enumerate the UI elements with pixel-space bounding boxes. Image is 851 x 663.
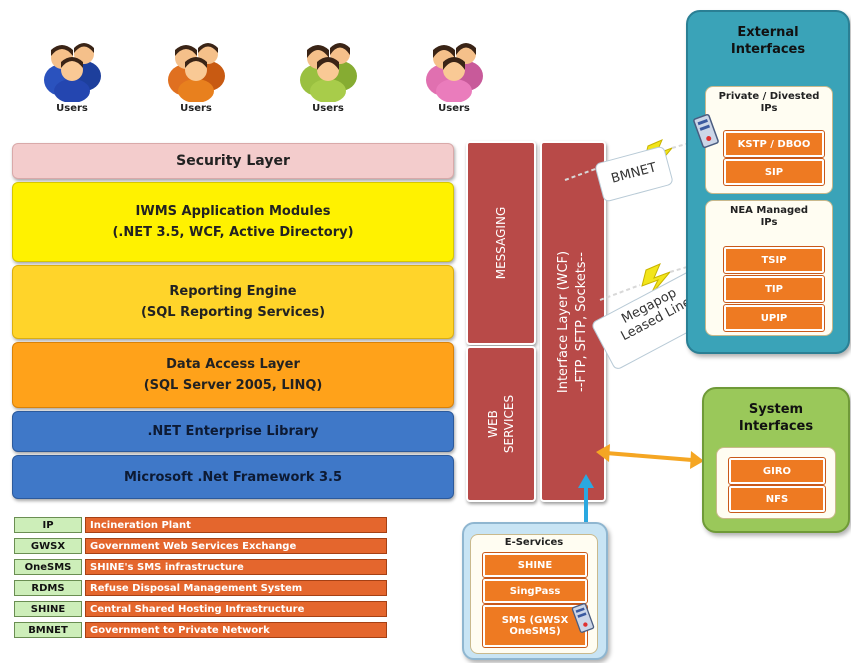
- legend-abbr: OneSMS: [14, 559, 82, 575]
- external-title-line-2: Interfaces: [730, 42, 806, 57]
- external-interfaces-panel: External Interfaces Private / Divested I…: [686, 10, 850, 354]
- legend-abbr: GWSX: [14, 538, 82, 554]
- e-services-title: E-Services: [504, 537, 564, 548]
- reporting-layer-subtitle: (SQL Reporting Services): [140, 305, 326, 320]
- system-title-line-1: System: [748, 402, 804, 417]
- security-layer-label: Security Layer: [176, 152, 290, 169]
- security-layer: Security Layer: [12, 143, 454, 179]
- tip-item: TIP: [723, 275, 825, 303]
- iwms-layer-subtitle: (.NET 3.5, WCF, Active Directory): [112, 225, 354, 240]
- legend-abbr: IP: [14, 517, 82, 533]
- server-icon: [693, 113, 719, 149]
- data-access-layer: Data Access Layer (SQL Server 2005, LINQ…: [12, 342, 454, 408]
- users-icon: [168, 43, 225, 102]
- sms-item: SMS (GWSX OneSMS): [482, 604, 588, 648]
- legend-desc: Incineration Plant: [85, 517, 387, 533]
- giro-item: GIRO: [728, 457, 826, 485]
- nfs-item: NFS: [728, 485, 826, 513]
- user-group-2: Users: [156, 36, 236, 114]
- external-interfaces-title: External Interfaces: [688, 24, 848, 58]
- legend-desc: Government to Private Network: [85, 622, 387, 638]
- net-framework-layer: Microsoft .Net Framework 3.5: [12, 455, 454, 499]
- server-icon: [571, 603, 595, 633]
- users-label-2: Users: [180, 103, 212, 114]
- data-access-layer-title: Data Access Layer: [166, 357, 300, 372]
- enterprise-library-layer: .NET Enterprise Library: [12, 411, 454, 452]
- web-services-bar: WEB SERVICES: [466, 346, 536, 502]
- user-group-3: Users: [288, 36, 368, 114]
- system-interfaces-arrow: [596, 444, 704, 469]
- tsip-item: TSIP: [723, 246, 825, 274]
- legend-desc: SHINE's SMS infrastructure: [85, 559, 387, 575]
- user-group-4: Users: [414, 36, 494, 114]
- legend-desc: Refuse Disposal Management System: [85, 580, 387, 596]
- users-label-3: Users: [312, 103, 344, 114]
- enterprise-library-label: .NET Enterprise Library: [147, 424, 319, 439]
- users-label-1: Users: [56, 103, 88, 114]
- user-group-1: Users: [32, 36, 112, 114]
- private-ips-panel: Private / Divested IPs KSTP / DBOO SIP: [693, 86, 833, 194]
- iwms-layer-title: IWMS Application Modules: [135, 204, 331, 219]
- legend-abbr: RDMS: [14, 580, 82, 596]
- private-title-line-1: Private / Divested: [718, 91, 820, 102]
- kstp-dboo-item: KSTP / DBOO: [723, 130, 825, 158]
- nea-title-line-1: NEA Managed: [729, 205, 809, 216]
- e-services-inner: E-Services SHINE SingPass SMS (GWSX OneS…: [470, 534, 598, 654]
- sms-line-2: OneSMS): [509, 626, 561, 637]
- nea-title-line-2: IPs: [760, 217, 778, 228]
- system-interfaces-panel: System Interfaces GIRO NFS: [702, 387, 850, 533]
- external-title-line-1: External: [737, 25, 799, 40]
- legend-abbr: SHINE: [14, 601, 82, 617]
- shine-item: SHINE: [482, 552, 588, 578]
- nea-ips-title: NEA Managed IPs: [706, 205, 832, 229]
- legend-desc: Government Web Services Exchange: [85, 538, 387, 554]
- nea-ips-panel: NEA Managed IPs TSIP TIP UPIP: [705, 200, 833, 336]
- iwms-modules-layer: IWMS Application Modules (.NET 3.5, WCF,…: [12, 182, 454, 262]
- singpass-item: SingPass: [482, 578, 588, 604]
- net-framework-label: Microsoft .Net Framework 3.5: [123, 469, 343, 485]
- system-items-panel: GIRO NFS: [716, 447, 836, 519]
- users-label-4: Users: [438, 103, 470, 114]
- users-icon: [44, 43, 101, 102]
- system-interfaces-title: System Interfaces: [704, 401, 848, 435]
- data-access-layer-subtitle: (SQL Server 2005, LINQ): [143, 378, 323, 393]
- e-services-panel: E-Services SHINE SingPass SMS (GWSX OneS…: [462, 522, 608, 660]
- users-icon: [426, 43, 483, 102]
- reporting-engine-layer: Reporting Engine (SQL Reporting Services…: [12, 265, 454, 339]
- upip-item: UPIP: [723, 304, 825, 332]
- legend-abbr: BMNET: [14, 622, 82, 638]
- sip-item: SIP: [723, 158, 825, 186]
- messaging-bar: MESSAGING: [466, 141, 536, 345]
- system-title-line-2: Interfaces: [738, 419, 814, 434]
- private-ips-title: Private / Divested IPs: [706, 91, 832, 115]
- private-title-line-2: IPs: [760, 103, 778, 114]
- users-icon: [300, 43, 357, 102]
- legend-desc: Central Shared Hosting Infrastructure: [85, 601, 387, 617]
- sms-line-1: SMS (GWSX: [501, 615, 569, 626]
- reporting-layer-title: Reporting Engine: [169, 284, 297, 299]
